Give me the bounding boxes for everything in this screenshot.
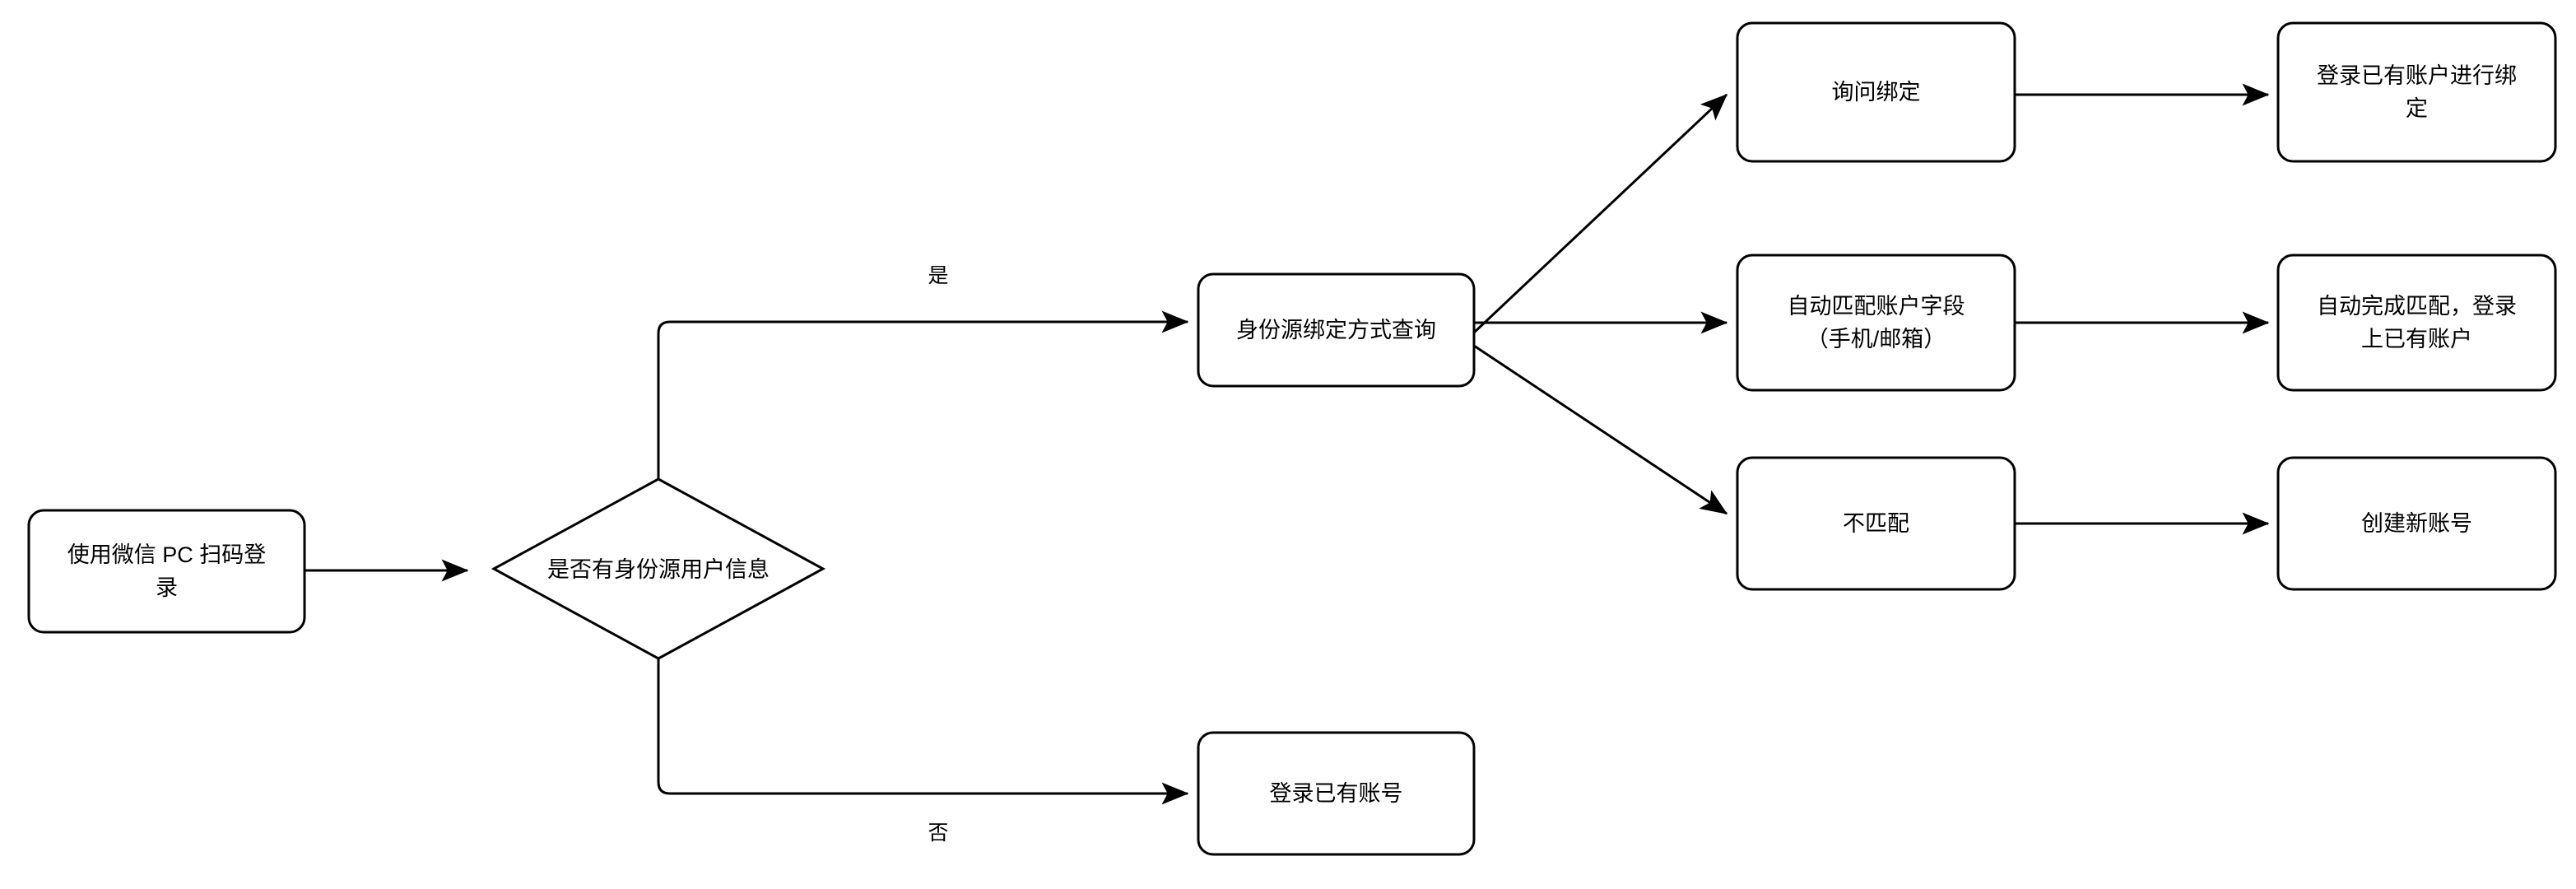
edge-bind-query-to-no-match — [1473, 344, 1728, 515]
node-decision-label: 是否有身份源用户信息 — [547, 557, 770, 582]
edge-decision-no-to-login-existing — [657, 659, 1189, 805]
node-start[interactable] — [27, 509, 306, 634]
node-auto-match[interactable] — [1736, 254, 2016, 392]
node-bind-query[interactable] — [1197, 272, 1476, 388]
edge-label-yes: 是 — [928, 264, 949, 287]
node-create-new[interactable] — [2276, 456, 2557, 591]
edge-label-no: 否 — [928, 822, 949, 845]
node-auto-done[interactable] — [2276, 254, 2557, 392]
node-no-match[interactable] — [1736, 456, 2016, 591]
node-ask-bind[interactable] — [1736, 21, 2016, 163]
node-login-bind[interactable] — [2276, 21, 2557, 163]
edge-bind-query-to-ask-bind — [1472, 93, 1728, 334]
node-decision[interactable] — [491, 477, 826, 660]
node-login-existing[interactable] — [1197, 731, 1476, 856]
edge-decision-yes-to-bind-query — [657, 310, 1189, 479]
